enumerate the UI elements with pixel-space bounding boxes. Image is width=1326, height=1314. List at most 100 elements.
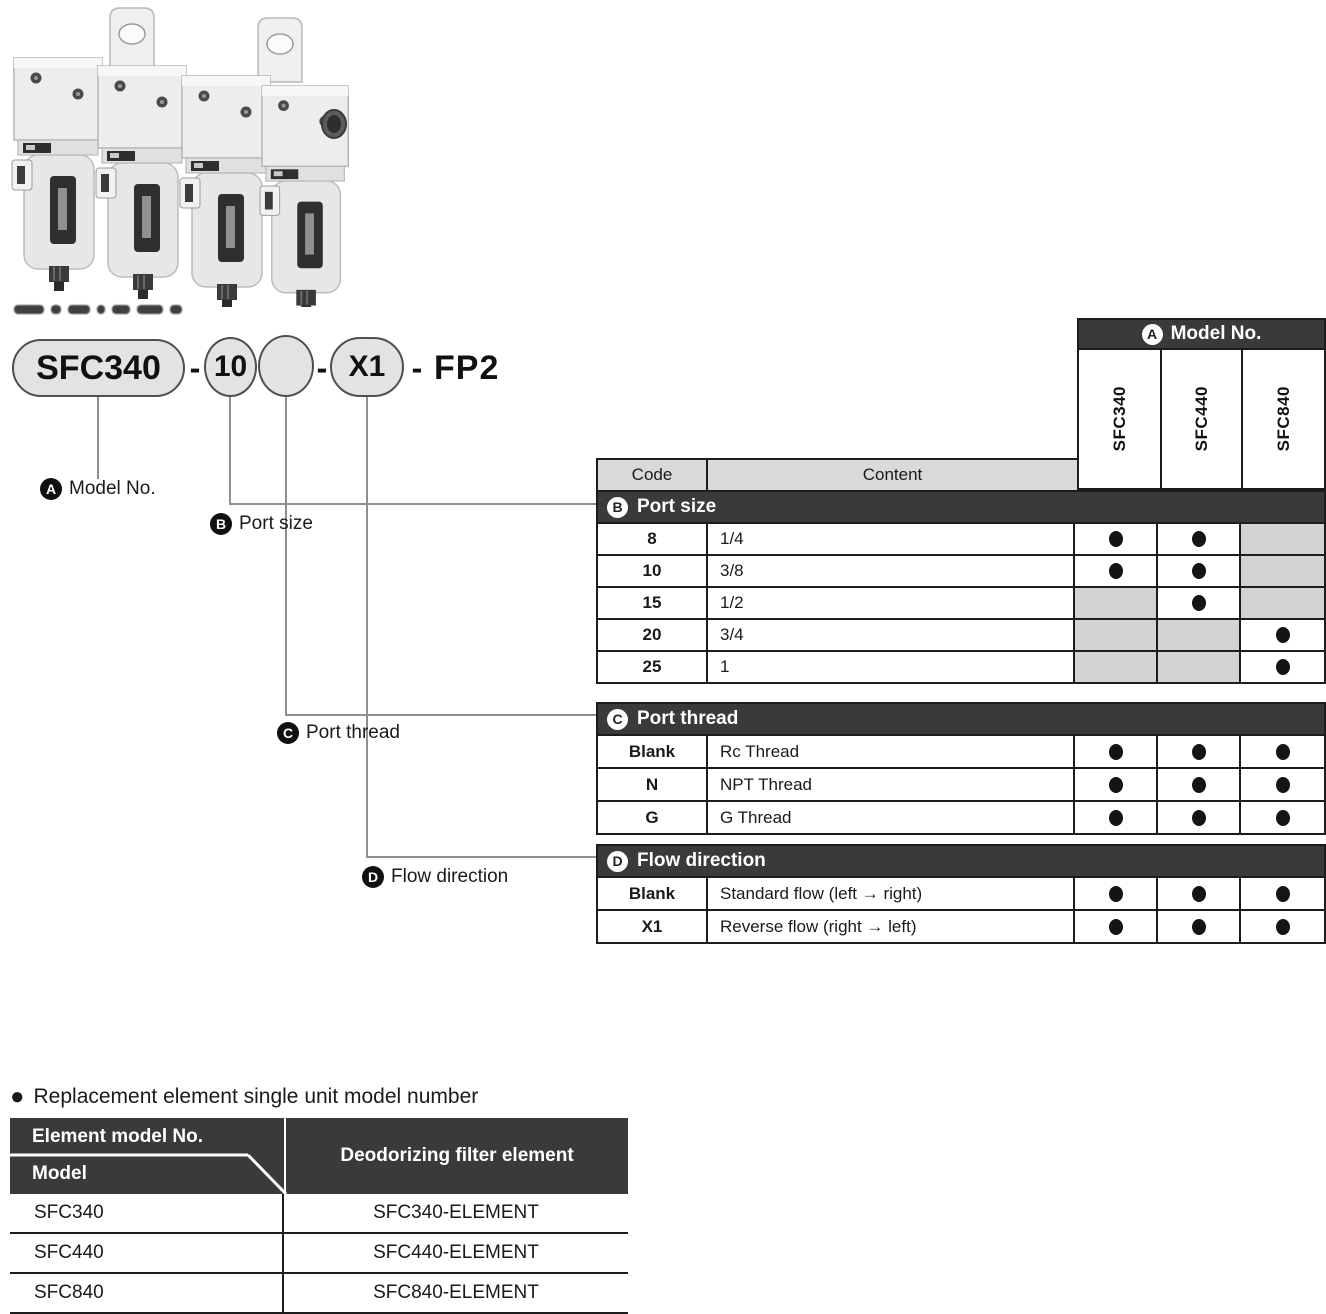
- avail-cell: [1158, 588, 1241, 618]
- callout-letter-badge: B: [210, 513, 232, 535]
- avail-cell: [1075, 588, 1158, 618]
- section-port-thread: C Port thread Blank Rc Thread N NPT Thre…: [596, 702, 1326, 835]
- callout-letter-badge: D: [362, 866, 384, 888]
- section-letter-badge: C: [607, 708, 628, 730]
- connector-line: [285, 397, 287, 716]
- avail-cell: [1075, 620, 1158, 650]
- content-cell: NPT Thread: [708, 769, 1075, 800]
- avail-cell: [1158, 736, 1241, 767]
- avail-cell: [1241, 588, 1324, 618]
- table-row: 20 3/4: [598, 618, 1324, 650]
- connector-line: [366, 856, 596, 858]
- element-cell: SFC440-ELEMENT: [373, 1242, 539, 1263]
- content-cell: Reverse flow (right → left): [708, 911, 1075, 942]
- avail-cell: [1158, 878, 1241, 909]
- avail-cell: [1241, 620, 1324, 650]
- callout-label: Model No.: [69, 478, 156, 499]
- bullet-icon: ●: [10, 1083, 25, 1110]
- section-title: Port thread: [637, 708, 739, 729]
- avail-cell: [1158, 769, 1241, 800]
- content-cell: 1: [708, 652, 1075, 682]
- table-row: G G Thread: [598, 800, 1324, 833]
- avail-cell: [1075, 769, 1158, 800]
- section-letter-badge: D: [607, 850, 628, 872]
- callout-label: Port thread: [306, 722, 400, 743]
- table-row: 25 1: [598, 650, 1324, 682]
- table-row: SFC840 SFC840-ELEMENT: [10, 1274, 628, 1314]
- connector-line: [97, 397, 99, 479]
- avail-cell: [1158, 620, 1241, 650]
- section-header: D Flow direction: [598, 846, 1324, 876]
- element-model-no-header: Element model No.: [32, 1126, 204, 1147]
- connector-line: [229, 397, 231, 505]
- flow-direction-bubble: X1: [330, 337, 404, 397]
- content-cell: 1/4: [708, 524, 1075, 554]
- callout-flow-direction: D Flow direction: [362, 866, 508, 888]
- avail-cell: [1241, 802, 1324, 833]
- callout-label: Port size: [239, 513, 313, 534]
- content-cell: Rc Thread: [708, 736, 1075, 767]
- avail-cell: [1241, 524, 1324, 554]
- avail-cell: [1075, 878, 1158, 909]
- code-cell: 20: [598, 620, 708, 650]
- dash-separator: -: [411, 349, 423, 386]
- section-title: Port size: [637, 496, 717, 517]
- model-column-sfc440: SFC440: [1160, 348, 1243, 490]
- table-row: N NPT Thread: [598, 767, 1324, 800]
- content-cell: 3/8: [708, 556, 1075, 586]
- code-cell: 15: [598, 588, 708, 618]
- table-row: SFC340 SFC340-ELEMENT: [10, 1194, 628, 1234]
- model-cell: SFC340: [10, 1194, 284, 1232]
- avail-cell: [1075, 556, 1158, 586]
- section-title: Flow direction: [637, 850, 766, 871]
- section-letter-badge: B: [607, 496, 628, 518]
- code-cell: 10: [598, 556, 708, 586]
- section-port-size: B Port size 8 1/4 10 3/8 15 1/2: [596, 490, 1326, 684]
- model-column-label: SFC340: [1109, 386, 1129, 452]
- replacement-table-header: Element model No. Model Deodorizing filt…: [10, 1118, 628, 1194]
- connector-line: [229, 503, 596, 505]
- avail-cell: [1158, 652, 1241, 682]
- callout-port-thread: C Port thread: [277, 722, 400, 744]
- selection-table: A Model No. SFC340 SFC440 SFC840 Code Co…: [596, 318, 1326, 948]
- element-cell: SFC840-ELEMENT: [373, 1282, 539, 1303]
- model-column-sfc340: SFC340: [1077, 348, 1162, 490]
- avail-cell: [1075, 652, 1158, 682]
- avail-cell: [1158, 524, 1241, 554]
- table-row: SFC440 SFC440-ELEMENT: [10, 1234, 628, 1274]
- content-cell: Standard flow (left → right): [708, 878, 1075, 909]
- content-cell: 3/4: [708, 620, 1075, 650]
- callout-model-no: A Model No.: [40, 478, 156, 500]
- header-letter-badge: A: [1141, 323, 1163, 345]
- model-header: Model: [32, 1163, 87, 1184]
- avail-cell: [1075, 802, 1158, 833]
- section-header: C Port thread: [598, 704, 1324, 734]
- avail-cell: [1241, 736, 1324, 767]
- code-cell: 25: [598, 652, 708, 682]
- model-no-bubble: SFC340: [12, 339, 185, 397]
- model-column-label: SFC840: [1273, 386, 1293, 452]
- avail-cell: [1158, 911, 1241, 942]
- avail-cell: [1241, 769, 1324, 800]
- content-column-header: Content: [862, 465, 923, 484]
- product-photo: [11, 7, 349, 307]
- avail-cell: [1075, 736, 1158, 767]
- avail-cell: [1241, 556, 1324, 586]
- section-header: B Port size: [598, 492, 1324, 522]
- code-cell: Blank: [598, 736, 708, 767]
- model-no-header-label: Model No.: [1170, 323, 1262, 344]
- model-column-sfc840: SFC840: [1241, 348, 1326, 490]
- callout-label: Flow direction: [391, 866, 509, 887]
- avail-cell: [1241, 652, 1324, 682]
- avail-cell: [1241, 911, 1324, 942]
- avail-cell: [1075, 524, 1158, 554]
- callout-letter-badge: A: [40, 478, 62, 500]
- table-row: 15 1/2: [598, 586, 1324, 618]
- avail-cell: [1075, 911, 1158, 942]
- model-cell: SFC440: [10, 1234, 284, 1272]
- dash-separator: -: [189, 349, 201, 386]
- avail-cell: [1241, 878, 1324, 909]
- content-cell: 1/2: [708, 588, 1075, 618]
- table-row: Blank Rc Thread: [598, 734, 1324, 767]
